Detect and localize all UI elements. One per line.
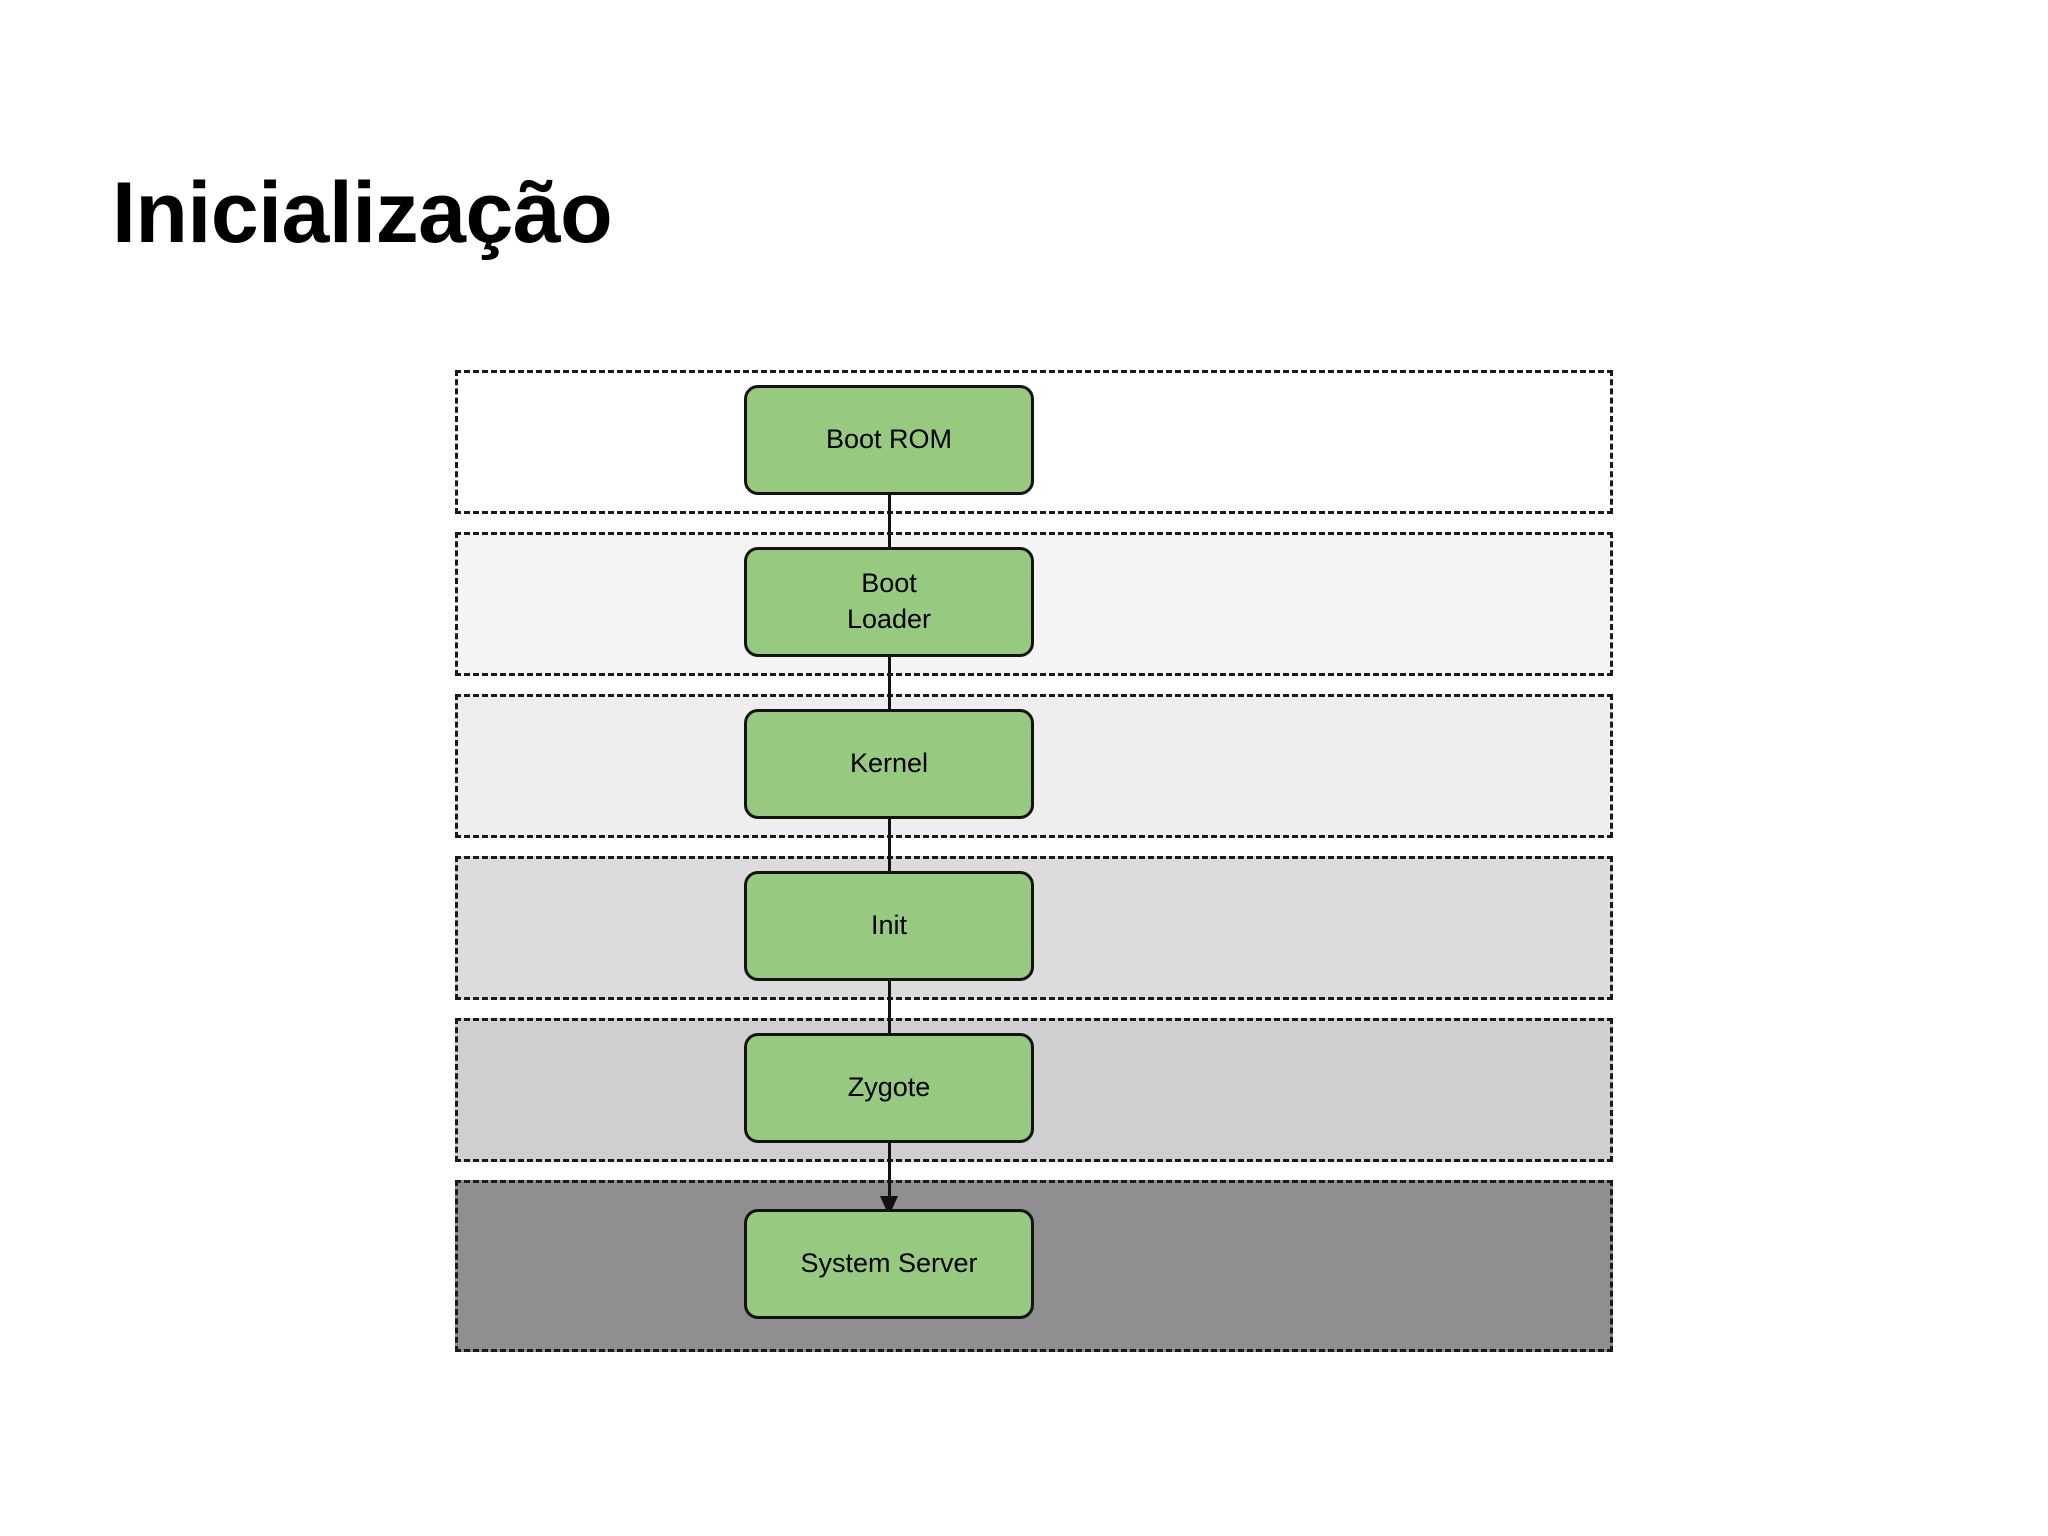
band-3 <box>455 694 1613 838</box>
boot-sequence-diagram: Boot ROM Boot Loader Kernel Init Zygote … <box>455 370 1613 1462</box>
node-init[interactable]: Init <box>744 871 1034 981</box>
node-system-server-label: System Server <box>800 1248 978 1279</box>
edge-shaft <box>888 981 891 1037</box>
node-system-server[interactable]: System Server <box>744 1209 1034 1319</box>
node-boot-loader[interactable]: Boot Loader <box>744 547 1034 657</box>
band-5 <box>455 1018 1613 1162</box>
edge-shaft <box>888 1143 891 1199</box>
node-init-label: Init <box>870 910 908 941</box>
node-boot-rom-label: Boot ROM <box>825 424 953 455</box>
node-kernel-label: Kernel <box>849 748 929 779</box>
band-2 <box>455 532 1613 676</box>
band-6 <box>455 1180 1613 1352</box>
edge-shaft <box>888 495 891 551</box>
band-4 <box>455 856 1613 1000</box>
node-zygote[interactable]: Zygote <box>744 1033 1034 1143</box>
band-1 <box>455 370 1613 514</box>
node-boot-rom[interactable]: Boot ROM <box>744 385 1034 495</box>
edge-shaft <box>888 657 891 713</box>
node-kernel[interactable]: Kernel <box>744 709 1034 819</box>
page-title: Inicialização <box>112 165 613 261</box>
node-boot-loader-label: Boot Loader <box>846 568 932 634</box>
edge-shaft <box>888 819 891 875</box>
node-zygote-label: Zygote <box>847 1072 931 1103</box>
edge-zygote-to-system-server <box>880 1143 898 1216</box>
